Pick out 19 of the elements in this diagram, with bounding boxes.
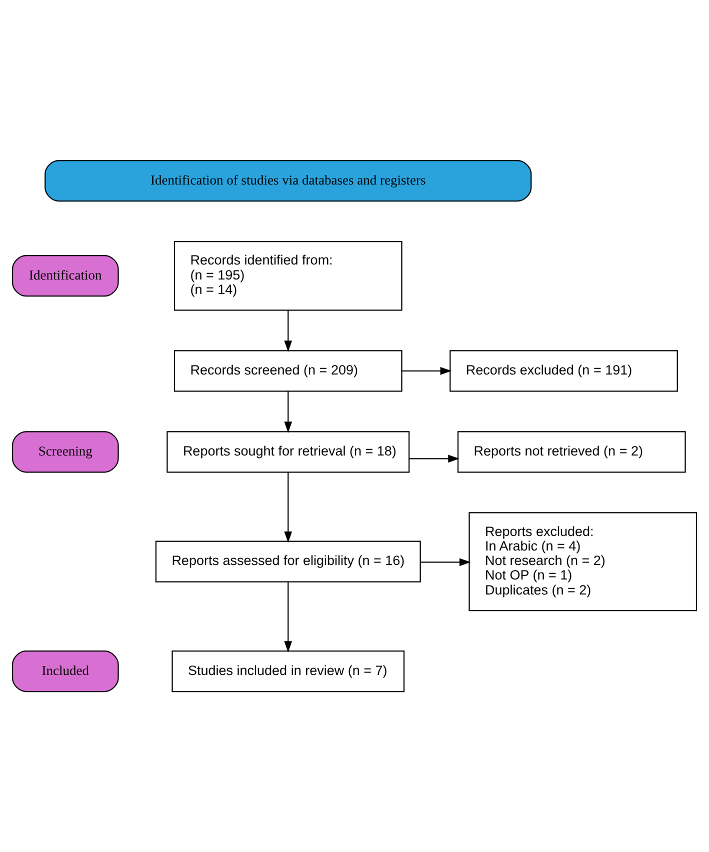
node-box: Identification of studies via databases and registers (44, 160, 532, 202)
arrow (284, 472, 292, 543)
arrow (402, 366, 452, 375)
arrow (284, 391, 292, 433)
node-box: Records excluded (n = 191) (450, 350, 678, 392)
node-box: Records identified from: (n = 195) (n = 14) (174, 240, 402, 311)
arrow (420, 558, 471, 566)
node-box: Studies included in review (n = 7) (172, 650, 405, 692)
node-box: Screening (12, 431, 119, 473)
node-box: Included (12, 650, 119, 692)
node-box: Identification (12, 255, 119, 297)
node-box: Records screened (n = 209) (174, 350, 402, 392)
node-box: Reports sought for retrieval (n = 18) (166, 431, 410, 473)
node-box: Reports excluded: In Arabic (n = 4) Not research (n = 2) Not OP (n = 1) Duplicates (n = 2) (468, 512, 698, 612)
node-box: Reports not retrieved (n = 2) (457, 431, 686, 473)
arrow (284, 310, 292, 352)
node-box: Reports assessed for eligibility (n = 16) (155, 540, 421, 582)
arrow (284, 582, 292, 652)
arrow (409, 454, 460, 463)
